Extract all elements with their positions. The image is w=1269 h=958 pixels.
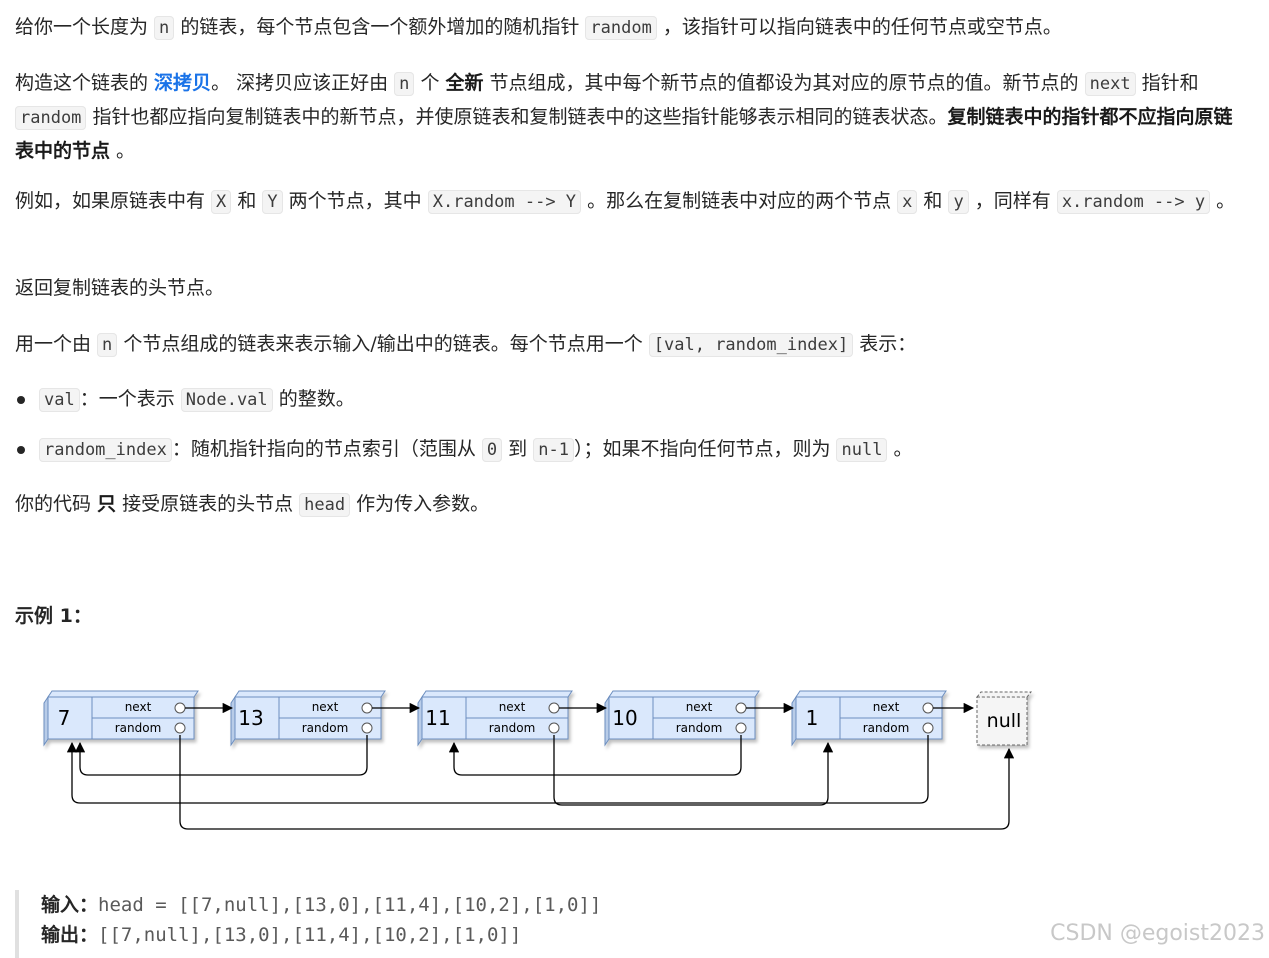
code-head: head (299, 493, 351, 517)
random-arrow (66, 735, 929, 804)
list-node: 13 next random (230, 690, 386, 747)
code-x: x (897, 190, 918, 214)
node-value: 11 (425, 706, 450, 730)
next-port (922, 702, 934, 714)
code-X: X (211, 190, 232, 214)
code-next: next (1084, 72, 1136, 96)
code-node-val: Node.val (180, 388, 273, 412)
random-port (548, 722, 560, 734)
node-value: 7 (58, 706, 71, 730)
paragraph-representation: 用一个由 n 个节点组成的链表来表示输入/输出中的链表。每个节点用一个 [val… (15, 333, 917, 357)
input-line: 输入：head = [[7,null],[13,0],[11,4],[10,2]… (41, 890, 601, 920)
paragraph-input-param: 你的代码 只 接受原链表的头节点 head 作为传入参数。 (15, 493, 490, 517)
random-label: random (302, 721, 349, 735)
next-port (735, 702, 747, 714)
bold-no-original-pointers: 复制链表中的指针都不应指向原链表中的节点 (15, 106, 1233, 162)
next-port (548, 702, 560, 714)
paragraph-return: 返回复制链表的头节点。 (15, 277, 225, 299)
watermark: CSDN @egoist2023 (1050, 921, 1265, 946)
next-port (174, 702, 186, 714)
list-node: 7 next random (43, 690, 199, 747)
code-n: n (154, 16, 175, 40)
random-port (922, 722, 934, 734)
random-label: random (863, 721, 910, 735)
input-value: head = [[7,null],[13,0],[11,4],[10,2],[1… (98, 894, 602, 916)
code-n: n (97, 333, 118, 357)
output-value: [[7,null],[13,0],[11,4],[10,2],[1,0]] (98, 924, 522, 946)
linked-list-diagram: 7 next random 13 next random 11 next random 10 nex… (43, 690, 1033, 830)
code-n: n (394, 72, 415, 96)
random-port (174, 722, 186, 734)
random-port (361, 722, 373, 734)
random-arrow (553, 735, 834, 806)
random-label: random (676, 721, 723, 735)
next-label: next (312, 700, 339, 714)
code-zero: 0 (481, 438, 503, 462)
code-val: val (39, 388, 80, 412)
code-y: y (948, 190, 969, 214)
random-arrow (74, 735, 368, 776)
code-val-random-index: [val, random_index] (648, 333, 854, 357)
list-item-random-index: random_index：随机指针指向的节点索引（范围从 0 到 n-1）；如果… (15, 433, 912, 467)
node-value: 13 (238, 706, 263, 730)
deep-copy-link[interactable]: 深拷贝 (154, 72, 212, 94)
random-arrow (448, 735, 742, 776)
code-random: random (15, 106, 87, 130)
output-line: 输出：[[7,null],[13,0],[11,4],[10,2],[1,0]] (41, 920, 601, 950)
random-label: random (489, 721, 536, 735)
list-item-val: val：一个表示 Node.val 的整数。 (15, 383, 355, 417)
next-label: next (873, 700, 900, 714)
null-node: null (975, 691, 1033, 746)
node-value: 10 (612, 706, 637, 730)
random-arrow (179, 735, 1015, 830)
paragraph-intro: 给你一个长度为 n 的链表，每个节点包含一个额外增加的随机指针 random ，… (15, 16, 1062, 40)
bold-only: 只 (97, 493, 117, 515)
null-label: null (987, 710, 1022, 732)
code-Y: Y (262, 190, 283, 214)
paragraph-deep-copy: 构造这个链表的 深拷贝。 深拷贝应该正好由 n 个 全新 节点组成，其中每个新节… (15, 72, 1233, 162)
random-label: random (115, 721, 162, 735)
output-label: 输出： (41, 924, 99, 946)
bold-new: 全新 (445, 72, 484, 94)
example-title: 示例 1： (15, 605, 92, 627)
next-label: next (125, 700, 152, 714)
node-value: 1 (806, 706, 819, 730)
code-random: random (585, 16, 657, 40)
random-port (735, 722, 747, 734)
next-port (361, 702, 373, 714)
input-label: 输入： (41, 894, 99, 916)
list-node: 1 next random (791, 690, 947, 747)
paragraph-example-xy: 例如，如果原链表中有 X 和 Y 两个节点，其中 X.random --> Y … (15, 190, 1236, 214)
list-node: 10 next random (604, 690, 760, 747)
code-X-random: X.random --> Y (427, 190, 582, 214)
bullet (17, 446, 25, 454)
code-n-minus-1: n-1 (533, 438, 574, 462)
bullet (17, 396, 25, 404)
next-label: next (499, 700, 526, 714)
example-io: 输入：head = [[7,null],[13,0],[11,4],[10,2]… (15, 890, 601, 958)
list-node: 11 next random (417, 690, 573, 747)
code-random-index: random_index (39, 438, 172, 462)
code-null: null (836, 438, 888, 462)
code-x-random: x.random --> y (1056, 190, 1211, 214)
next-label: next (686, 700, 713, 714)
